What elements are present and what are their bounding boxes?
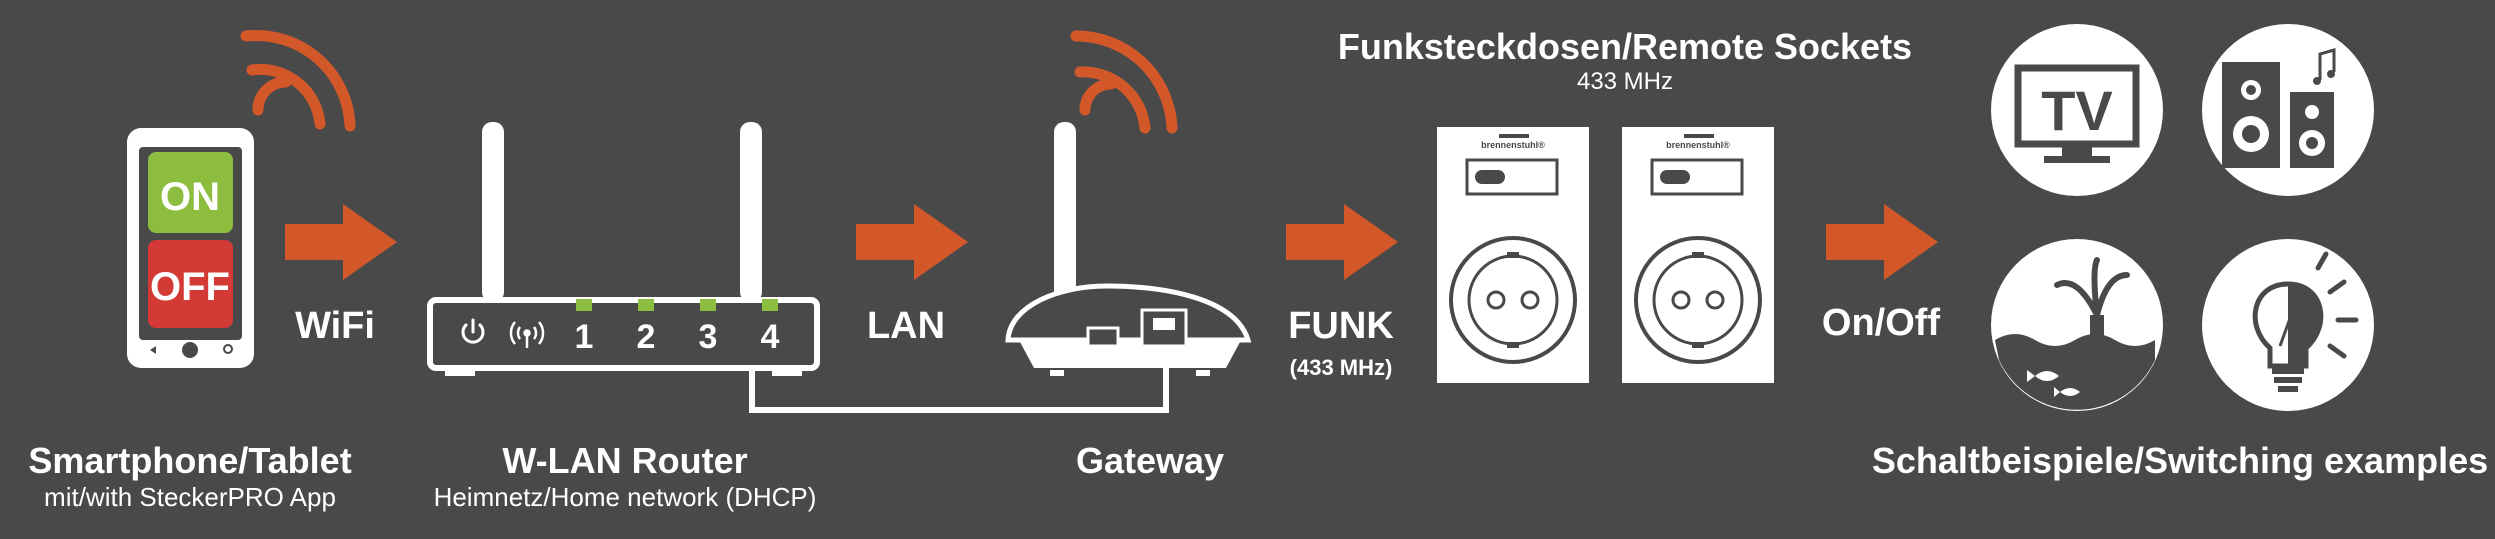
lamp-icon bbox=[2202, 239, 2374, 411]
smartphone-subtitle: mit/with SteckerPRO App bbox=[44, 482, 336, 512]
pond-pump-icon bbox=[1991, 239, 2163, 411]
brand-label: brennenstuhl® bbox=[1666, 140, 1730, 150]
smartphone-title: Smartphone/Tablet bbox=[28, 440, 352, 481]
tv-label: TV bbox=[2041, 79, 2113, 142]
search-icon bbox=[223, 344, 233, 354]
led-4 bbox=[762, 299, 778, 311]
router-caption: W-LAN Router Heimnetz/Home network (DHCP… bbox=[420, 440, 830, 513]
antenna-right bbox=[740, 122, 762, 302]
tv-icon: TV bbox=[1991, 24, 2163, 196]
wifi-signal-icon bbox=[509, 321, 545, 348]
usb-port-icon bbox=[1086, 326, 1120, 348]
led-1 bbox=[576, 299, 592, 311]
onoff-label: On/Off bbox=[1821, 302, 1941, 344]
router: 1 2 3 4 bbox=[427, 122, 820, 376]
port-label-3: 3 bbox=[699, 318, 718, 356]
sockets-title: Funksteckdosen/Remote Sockets bbox=[1337, 26, 1913, 67]
led-3 bbox=[700, 299, 716, 311]
on-button bbox=[148, 152, 233, 233]
wifi-waves-icon bbox=[240, 29, 356, 132]
home-button-icon bbox=[182, 342, 198, 358]
arrow-funk bbox=[1286, 204, 1398, 280]
on-label: ON bbox=[160, 175, 220, 219]
remote-socket-1: brennenstuhl® bbox=[1437, 127, 1589, 383]
port-label-1: 1 bbox=[575, 318, 594, 356]
funk-frequency: (433 MHz) bbox=[1289, 355, 1393, 380]
arrow-wifi bbox=[285, 204, 397, 280]
gateway-title: Gateway bbox=[1075, 440, 1225, 481]
arrow-lan bbox=[856, 204, 968, 280]
lan-label: LAN bbox=[866, 305, 946, 347]
arrow-onoff bbox=[1826, 204, 1938, 280]
remote-socket-2: brennenstuhl® bbox=[1622, 127, 1774, 383]
brand-label: brennenstuhl® bbox=[1481, 140, 1545, 150]
button-icon bbox=[1475, 170, 1505, 184]
smartphone-caption: Smartphone/Tablet mit/with SteckerPRO Ap… bbox=[0, 440, 380, 513]
funk-label: FUNK bbox=[1288, 305, 1394, 347]
router-subtitle: Heimnetz/Home network (DHCP) bbox=[433, 482, 817, 512]
sockets-subtitle: 433 MHz bbox=[1576, 68, 1674, 95]
back-icon bbox=[150, 346, 156, 354]
arrows bbox=[285, 204, 1938, 280]
power-icon bbox=[461, 318, 485, 344]
off-label: OFF bbox=[150, 265, 230, 309]
wifi-label: WiFi bbox=[295, 305, 375, 347]
examples-title: Schaltbeispiele/Switching examples bbox=[1871, 440, 2489, 481]
smartphone: ON OFF bbox=[127, 128, 254, 368]
router-title: W-LAN Router bbox=[502, 440, 748, 481]
off-button bbox=[148, 240, 233, 328]
gateway bbox=[1005, 30, 1252, 376]
sockets-heading: Funksteckdosen/Remote Sockets 433 MHz bbox=[1325, 26, 1925, 96]
antenna-left bbox=[482, 122, 504, 302]
speakers-icon bbox=[2202, 24, 2374, 196]
port-label-2: 2 bbox=[637, 318, 656, 356]
led-2 bbox=[638, 299, 654, 311]
gateway-antenna bbox=[1054, 122, 1076, 300]
port-label-4: 4 bbox=[761, 318, 780, 356]
gateway-waves-icon bbox=[1070, 30, 1178, 134]
button-icon bbox=[1660, 170, 1690, 184]
